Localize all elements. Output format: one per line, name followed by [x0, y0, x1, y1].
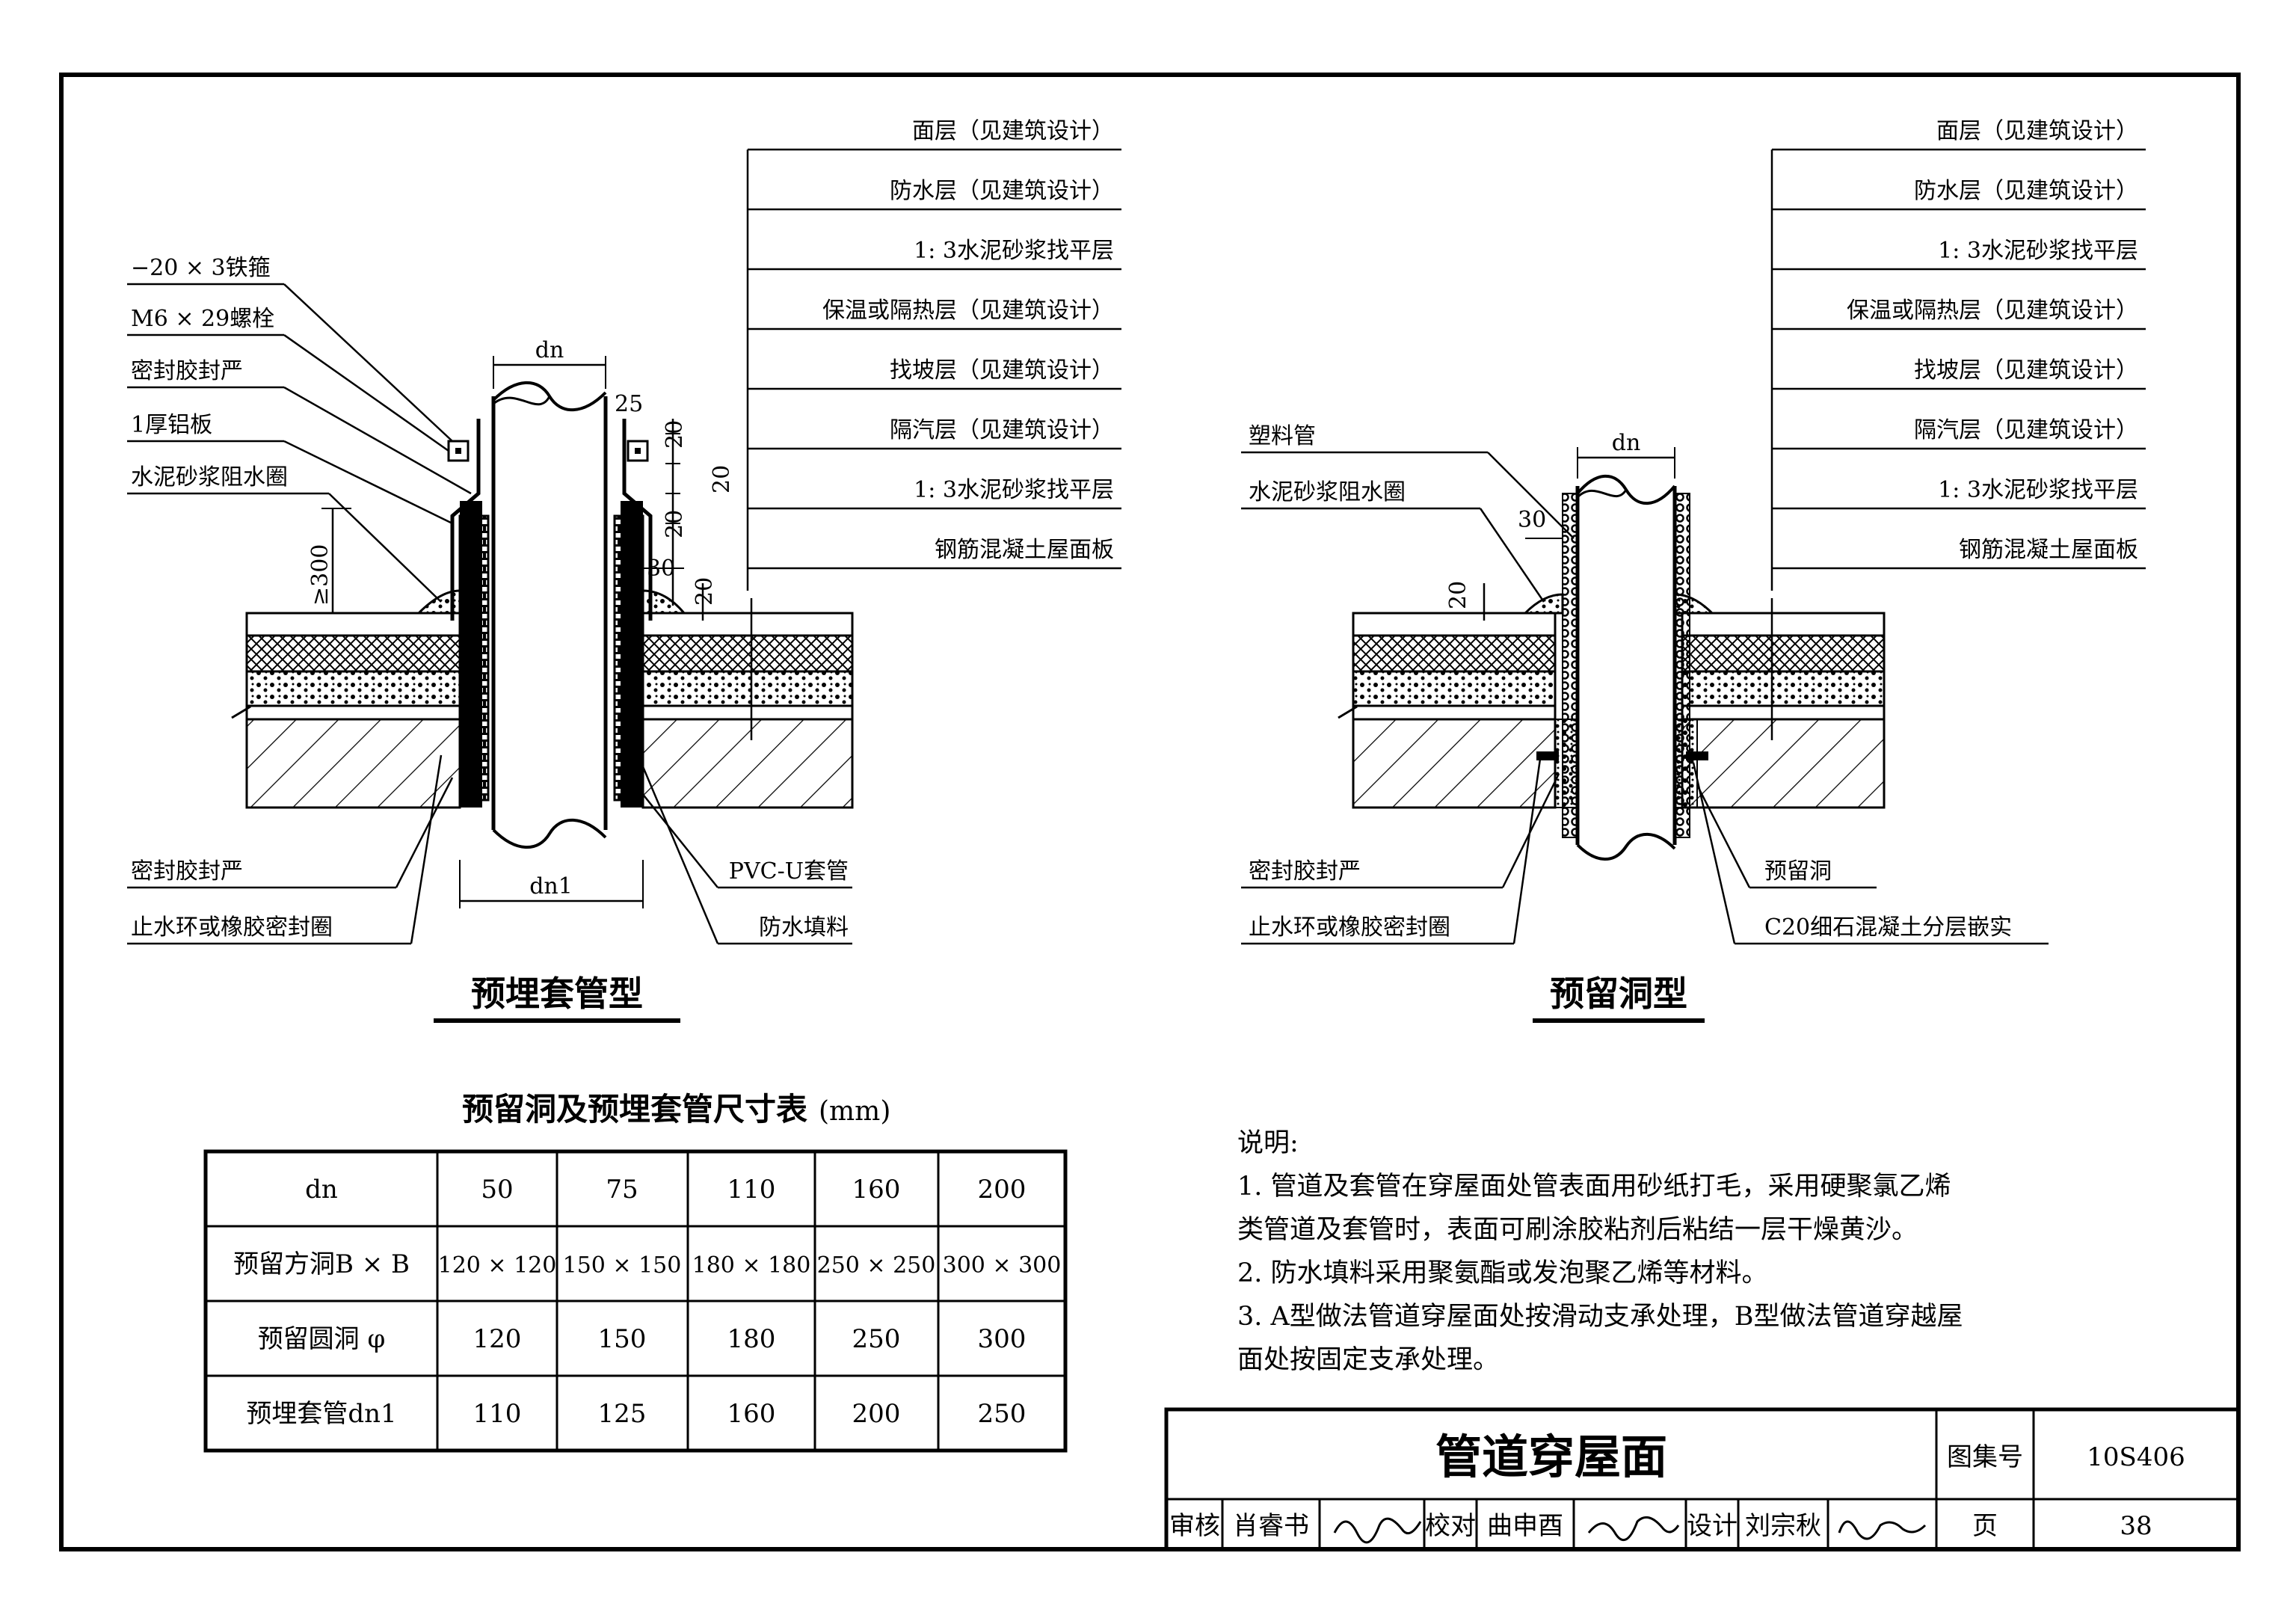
label-aluminum-plate: 1厚铝板 [131, 412, 212, 438]
label-water-stop-right: 止水环或橡胶密封圈 [1249, 914, 1450, 941]
atlas-label: 图集号 [1947, 1442, 2023, 1472]
table-header-cell: 110 [727, 1175, 776, 1205]
dim-20-d: 20 [692, 577, 718, 606]
designer-name: 刘宗秋 [1745, 1511, 1821, 1541]
layer-left-3: 保温或隔热层（见建筑设计） [822, 298, 1114, 324]
layer-right-4: 找坡层（见建筑设计） [1914, 357, 2138, 384]
table-row-label: 预埋套管dn1 [246, 1399, 396, 1429]
dim-dn-right: dn [1612, 430, 1641, 456]
title-sleeve-type: 预埋套管型 [471, 974, 643, 1014]
note-line: 1. 管道及套管在穿屋面处管表面用砂纸打毛，采用硬聚氯乙烯 [1237, 1172, 1951, 1202]
table-cell: 250 [852, 1324, 901, 1354]
title-block-grid [1164, 1407, 2241, 1551]
table-title: 预留洞及预埋套管尺寸表 [462, 1091, 807, 1128]
layer-left-1: 防水层（见建筑设计） [890, 178, 1114, 204]
label-mortar-ring-right: 水泥砂浆阻水圈 [1249, 479, 1406, 505]
dim-30-left: 30 [647, 556, 675, 582]
layer-right-2: 1: 3水泥砂浆找平层 [1938, 238, 2138, 264]
sheet-frame [59, 73, 2241, 1551]
table-header-cell: 160 [852, 1175, 901, 1205]
layer-left-2: 1: 3水泥砂浆找平层 [914, 238, 1114, 264]
label-sealant-bottom-right: 密封胶封严 [1249, 858, 1361, 885]
label-iron-hoop: −20 × 3铁箍 [131, 255, 271, 281]
note-line: 3. A型做法管道穿屋面处按滑动支承处理，B型做法管道穿越屋 [1237, 1302, 1963, 1332]
layer-right-0: 面层（见建筑设计） [1936, 118, 2138, 144]
table-header-cell: 200 [978, 1175, 1027, 1205]
dim-25: 25 [615, 391, 643, 417]
layer-left-0: 面层（见建筑设计） [912, 118, 1114, 144]
dim-dn1-left: dn1 [529, 873, 573, 899]
table-cell: 300 [978, 1324, 1027, 1354]
table-cell: 300 × 300 [943, 1252, 1062, 1279]
label-sealant-bottom-left: 密封胶封严 [131, 858, 243, 885]
note-line: 面处按固定支承处理。 [1237, 1345, 1499, 1375]
table-cell: 180 × 180 [692, 1252, 811, 1279]
note-line: 2. 防水填料采用聚氨酯或发泡聚乙烯等材料。 [1237, 1258, 1768, 1288]
layers-callout-right [1770, 148, 2146, 591]
table-cell: 200 [852, 1399, 901, 1429]
layer-right-6: 1: 3水泥砂浆找平层 [1938, 477, 2138, 503]
table-row-label: 预留方洞B × B [233, 1249, 410, 1279]
label-c20-concrete: C20细石混凝土分层嵌实 [1764, 914, 2012, 941]
label-mortar-ring-left: 水泥砂浆阻水圈 [131, 464, 288, 490]
table-cell: 150 [598, 1324, 647, 1354]
drawing-title: 管道穿屋面 [1435, 1430, 1667, 1484]
note-line: 类管道及套管时，表面可刷涂胶粘剂后粘结一层干燥黄沙。 [1237, 1215, 1918, 1245]
table-cell: 160 [727, 1399, 776, 1429]
layers-callout-left [746, 148, 1121, 591]
layer-right-3: 保温或隔热层（见建筑设计） [1847, 298, 2138, 324]
dim-300: ≥300 [307, 544, 333, 606]
table-unit: (mm) [819, 1096, 890, 1127]
table-header-cell: 75 [606, 1175, 638, 1205]
table-header-cell: 50 [481, 1175, 513, 1205]
table-cell: 250 × 250 [817, 1252, 936, 1279]
size-table-grid [203, 1149, 1068, 1453]
layer-right-5: 隔汽层（见建筑设计） [1914, 417, 2138, 443]
label-plastic-pipe: 塑料管 [1249, 423, 1316, 449]
dim-20-c: 20 [662, 510, 688, 538]
label-bolt: M6 × 29螺栓 [131, 306, 274, 332]
label-sealant-top: 密封胶封严 [131, 358, 243, 384]
table-cell: 250 [978, 1399, 1027, 1429]
layer-left-6: 1: 3水泥砂浆找平层 [914, 477, 1114, 503]
table-cell: 120 [473, 1324, 522, 1354]
layer-left-4: 找坡层（见建筑设计） [890, 357, 1114, 384]
layer-left-5: 隔汽层（见建筑设计） [890, 417, 1114, 443]
notes-heading: 说明: [1237, 1128, 1299, 1158]
label-pvc-sleeve: PVC-U套管 [729, 858, 849, 885]
design-label: 设计 [1687, 1511, 1738, 1541]
check-label: 校对 [1425, 1511, 1476, 1541]
detail-hole-type [1241, 447, 2049, 1023]
dim-dn-left: dn [535, 337, 564, 363]
label-reserved-hole: 预留洞 [1764, 858, 1832, 885]
reviewer-name: 肖睿书 [1233, 1511, 1309, 1541]
layer-right-1: 防水层（见建筑设计） [1914, 178, 2138, 204]
layer-right-7: 钢筋混凝土屋面板 [1959, 537, 2138, 563]
dim-30-right: 30 [1518, 507, 1546, 533]
layer-left-7: 钢筋混凝土屋面板 [935, 537, 1114, 563]
page-label: 页 [1972, 1511, 1998, 1541]
dim-20-right: 20 [1445, 581, 1471, 609]
table-cell: 150 × 150 [563, 1252, 682, 1279]
detail-sleeve-type [127, 283, 854, 1023]
table-cell: 120 × 120 [438, 1252, 557, 1279]
label-waterproof-filler: 防水填料 [759, 914, 849, 941]
table-row-label: 预留圆洞 φ [258, 1324, 386, 1354]
label-water-stop-left: 止水环或橡胶密封圈 [131, 914, 333, 941]
checker-name: 曲申酉 [1487, 1511, 1563, 1541]
dim-20-b: 20 [709, 465, 735, 493]
dim-20-a: 20 [662, 420, 688, 449]
table-header-dn: dn [305, 1175, 338, 1205]
table-cell: 125 [598, 1399, 647, 1429]
atlas-number: 10S406 [2087, 1442, 2185, 1472]
page-number: 38 [2120, 1511, 2152, 1541]
table-cell: 180 [727, 1324, 776, 1354]
table-cell: 110 [473, 1399, 522, 1429]
review-label: 审核 [1169, 1511, 1220, 1541]
title-hole-type: 预留洞型 [1550, 974, 1687, 1014]
